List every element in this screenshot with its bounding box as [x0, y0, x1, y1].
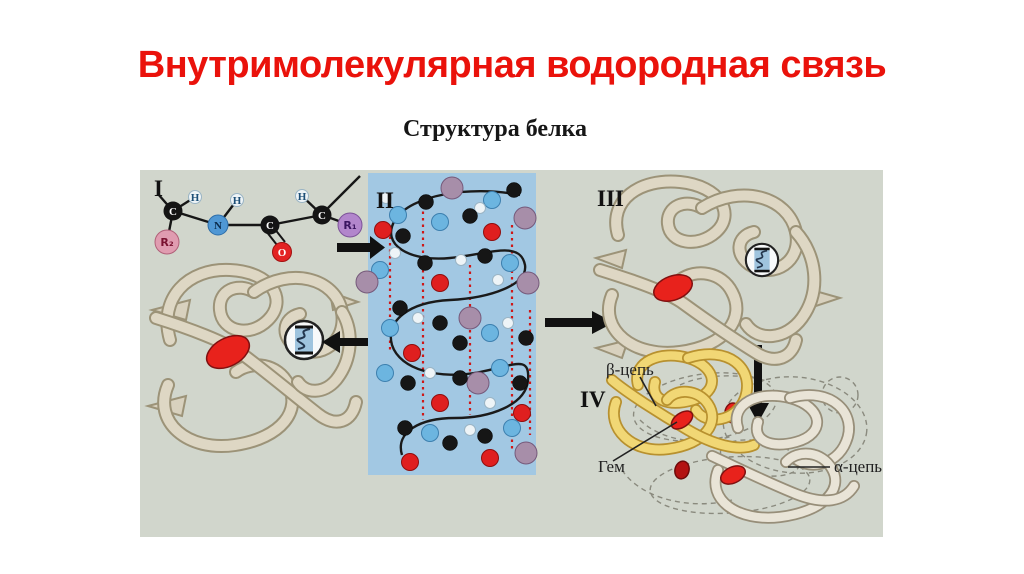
carbon-label: C [169, 206, 177, 218]
r2-side-chain [154, 229, 180, 255]
heme-disc [205, 334, 251, 370]
hydrogen-label: H [298, 191, 307, 203]
beta-chain-leader-line [639, 376, 657, 407]
hydrogen-atom [295, 189, 309, 203]
carbon-atom [260, 215, 280, 235]
hydrogen-label: H [191, 192, 200, 204]
r1-side-chain [337, 212, 363, 238]
arrow-secondary-to-tertiary-left [322, 331, 368, 353]
hydrogen-atom [188, 190, 202, 204]
carbon-label: C [318, 210, 326, 222]
beta-chain [606, 348, 760, 456]
hydrogen-atom [230, 193, 244, 207]
heme-leader-line [612, 421, 678, 462]
alpha-chain-label: α-цепь [834, 457, 882, 476]
alpha-chain [706, 389, 860, 524]
secondary-structure-panel: II [355, 173, 540, 475]
tertiary-structure-right: III [592, 174, 844, 366]
oxygen-label: O [278, 247, 287, 259]
stage-iv-label: IV [580, 387, 606, 412]
beta-chain-label: β-цепь [606, 360, 654, 379]
carbon-atom [312, 205, 332, 225]
primary-structure-peptide: H H H C N C O C R₂ R₁ I [154, 175, 363, 262]
r1-label: R₁ [343, 219, 356, 232]
stage-ii-label: II [376, 188, 394, 213]
helix-magnifier-inset [283, 319, 325, 361]
heme-disc [653, 274, 693, 302]
figure-title: Структура белка [402, 116, 588, 142]
slide-title: Внутримолекулярная водородная связь [137, 44, 887, 86]
helix-magnifier-inset [744, 242, 780, 278]
arrow-primary-to-secondary [337, 236, 385, 259]
arrow-secondary-to-tertiary-right [545, 311, 614, 334]
quaternary-structure: β-цепь Гем α-цепь IV [580, 348, 882, 524]
protein-structure-diagram: II H H H [144, 173, 882, 524]
tertiary-structure-left [144, 262, 363, 453]
nitrogen-label: N [214, 220, 222, 232]
heme-disc [674, 460, 690, 480]
protein-structure-figure: II H H H [140, 170, 883, 537]
nitrogen-atom [207, 214, 229, 236]
r2-label: R₂ [160, 236, 173, 249]
heme-label: Гем [598, 457, 625, 476]
helix-atoms [355, 176, 540, 471]
heme-disc [719, 465, 747, 485]
helix-backbone [389, 189, 530, 456]
stage-iii-label: III [597, 186, 624, 211]
hydrogen-label: H [233, 195, 242, 207]
carbon-label: C [266, 220, 274, 232]
oxygen-atom [272, 242, 292, 262]
heme-disc [670, 410, 694, 430]
carbon-atom [163, 201, 183, 221]
stage-i-label: I [154, 176, 163, 201]
